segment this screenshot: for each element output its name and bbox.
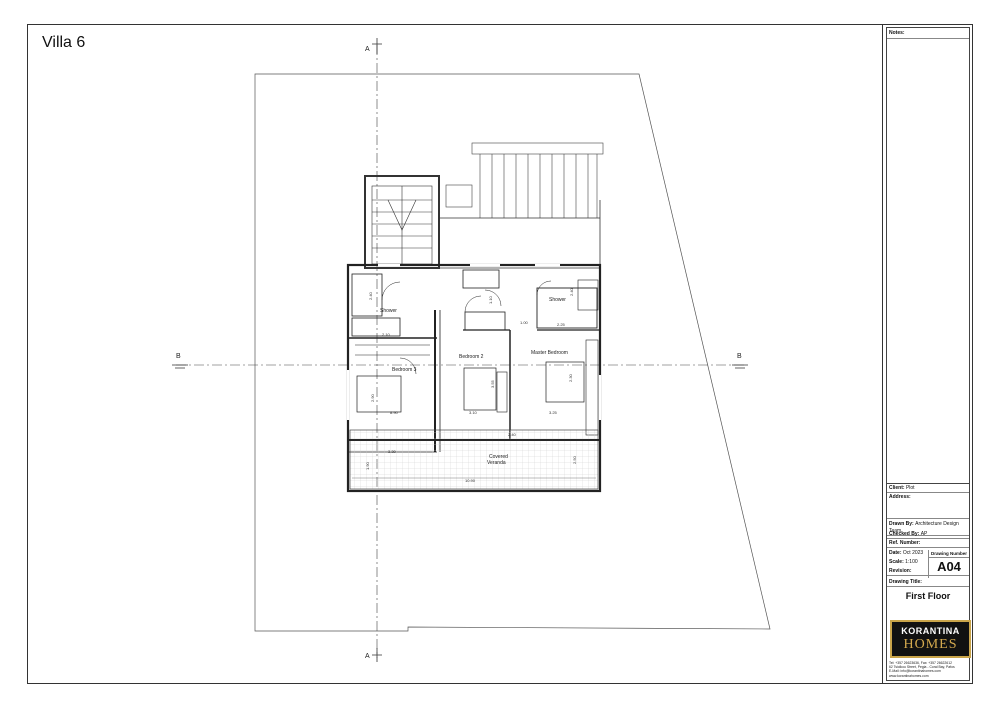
pergola	[445, 142, 604, 218]
dim-label: 2.25	[557, 322, 566, 327]
dim-label: 3.30	[388, 449, 397, 454]
contact-address: 62 Tsiolkou Street, Pegia - Coral Bay, P…	[889, 665, 955, 670]
scale-value: 1:100	[905, 559, 918, 565]
drawing-frame	[27, 24, 973, 684]
ref-label: Ref. Number:	[889, 540, 921, 546]
drawn-by-row: Drawn By: Architecture Design Team	[887, 521, 969, 536]
address-row: Address:	[887, 494, 969, 519]
contact-email: E-Mail: info@korantinahomes.com	[889, 669, 941, 674]
room-label-master: Master Bedroom	[531, 350, 568, 356]
drawing-number-box: Drawing Number A04	[928, 550, 969, 578]
client-label: Client:	[889, 485, 905, 491]
section-a-bottom-label: A	[365, 653, 370, 660]
dim-label: 2.90	[370, 393, 375, 402]
dim-label: 2.50	[572, 455, 577, 464]
date-value: Oct 2023	[902, 550, 924, 556]
dim-label: 10.90	[465, 478, 476, 483]
dim-label: 2.30	[568, 373, 573, 382]
sheet-title: Villa 6	[42, 34, 86, 51]
room-label-bedroom2: Bedroom 2	[459, 354, 484, 360]
title-block: Notes: Client: Plot Address: Drawn By: A…	[882, 24, 973, 684]
section-b-right-marker	[732, 364, 748, 369]
scale-label: Scale:	[889, 559, 904, 565]
dim-label: 3.10	[469, 410, 478, 415]
drawing-number-label: Drawing Number	[929, 551, 969, 558]
client-row: Client: Plot	[887, 485, 969, 493]
dim-label: 2.40	[368, 291, 373, 300]
dim-label: 1.00	[520, 320, 529, 325]
section-a-top-label: A	[365, 46, 370, 53]
section-b-left-label: B	[176, 353, 181, 360]
contact-phone: Tel: +357 26623636, Fax: +357 26622612	[889, 661, 952, 665]
notes-label: Notes:	[887, 28, 969, 39]
ref-row: Ref. Number:	[887, 540, 969, 548]
drawing-number: A04	[937, 559, 961, 574]
dim-label: 3.25	[549, 410, 558, 415]
dim-label: 1.10	[488, 295, 493, 304]
drawn-by-value: Architecture Design Team	[889, 521, 959, 534]
client-value: Plot	[905, 485, 915, 491]
dim-label: 2.10	[382, 332, 391, 337]
notes-area: Notes:	[887, 28, 969, 484]
checked-by-row: Checked By: AP	[887, 531, 969, 539]
dim-label: 3.55	[490, 379, 495, 388]
company-contact: Tel: +357 26623636, Fax: +357 26622612 6…	[889, 661, 969, 678]
dim-label: 2.40	[569, 287, 574, 296]
section-b-left-marker	[172, 364, 188, 369]
section-a-top-marker	[372, 38, 382, 54]
plot-boundary	[254, 73, 771, 632]
checked-by-label: Checked By:	[889, 531, 920, 537]
section-b-right-label: B	[737, 353, 742, 360]
room-label-veranda-1: Covered	[489, 454, 508, 460]
upper-terrace	[439, 200, 601, 269]
date-label: Date:	[889, 550, 902, 556]
drawn-by-label: Drawn By:	[889, 521, 914, 527]
drawing-title-label: Drawing Title:	[889, 579, 922, 585]
address-label: Address:	[889, 494, 911, 500]
dim-label: 8.90	[390, 410, 399, 415]
room-label-veranda-2: Veranda	[487, 460, 506, 466]
room-label-shower-left: Shower	[380, 308, 397, 314]
staircase	[364, 175, 440, 269]
contact-website: www.korantinahomes.com	[889, 673, 929, 678]
revision-label: Revision:	[889, 568, 912, 574]
scale-row: Scale: 1:100	[887, 559, 969, 566]
dim-label: 2.40	[508, 432, 517, 437]
checked-by-value: AP	[920, 531, 928, 537]
room-label-bedroom3: Bedroom 3	[392, 367, 417, 373]
room-label-shower-right: Shower	[549, 297, 566, 303]
logo-top-text: KORANTINA	[901, 626, 960, 636]
dim-label: 1.90	[365, 461, 370, 470]
date-row: Date: Oct 2023	[887, 550, 969, 557]
section-a-bottom-marker	[372, 648, 382, 662]
drawing-title: First Floor	[905, 591, 951, 601]
logo-bottom-text: HOMES	[903, 637, 958, 652]
company-logo: KORANTINA HOMES	[890, 620, 971, 658]
drawing-title-row: Drawing Title:	[887, 579, 969, 587]
